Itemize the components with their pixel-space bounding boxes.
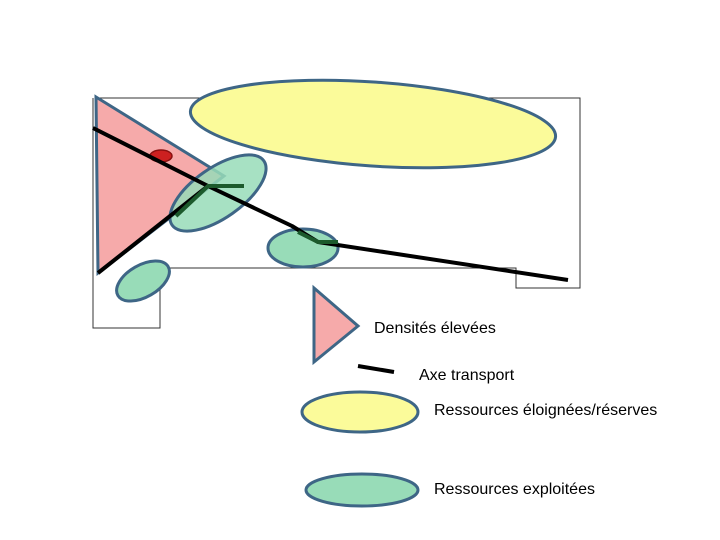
- legend-transport-label: Axe transport: [419, 367, 515, 384]
- far-resource-zone: [188, 78, 558, 170]
- exploited-resource-zone-3: [115, 259, 171, 303]
- transport-axis-main: [92, 126, 569, 282]
- legend-exploited-resource-symbol: [304, 472, 420, 508]
- transport-axis-overlap-2: [297, 230, 338, 244]
- exploited-resource-zone-2: [266, 227, 340, 269]
- legend-far-resource-symbol: [300, 390, 420, 434]
- legend-density-label: Densités élevées: [374, 320, 496, 337]
- legend-density-symbol: [312, 284, 361, 366]
- exploited-resource-zone-1: [168, 153, 268, 233]
- legend-transport-symbol: [357, 364, 395, 374]
- legend-far-resources-label: Ressources éloignées/réserves: [434, 402, 658, 419]
- territory-outline: [92, 97, 581, 329]
- transport-axis-overlap-1: [174, 184, 244, 218]
- legend-used-resources-label: Ressources exploitées: [434, 481, 595, 498]
